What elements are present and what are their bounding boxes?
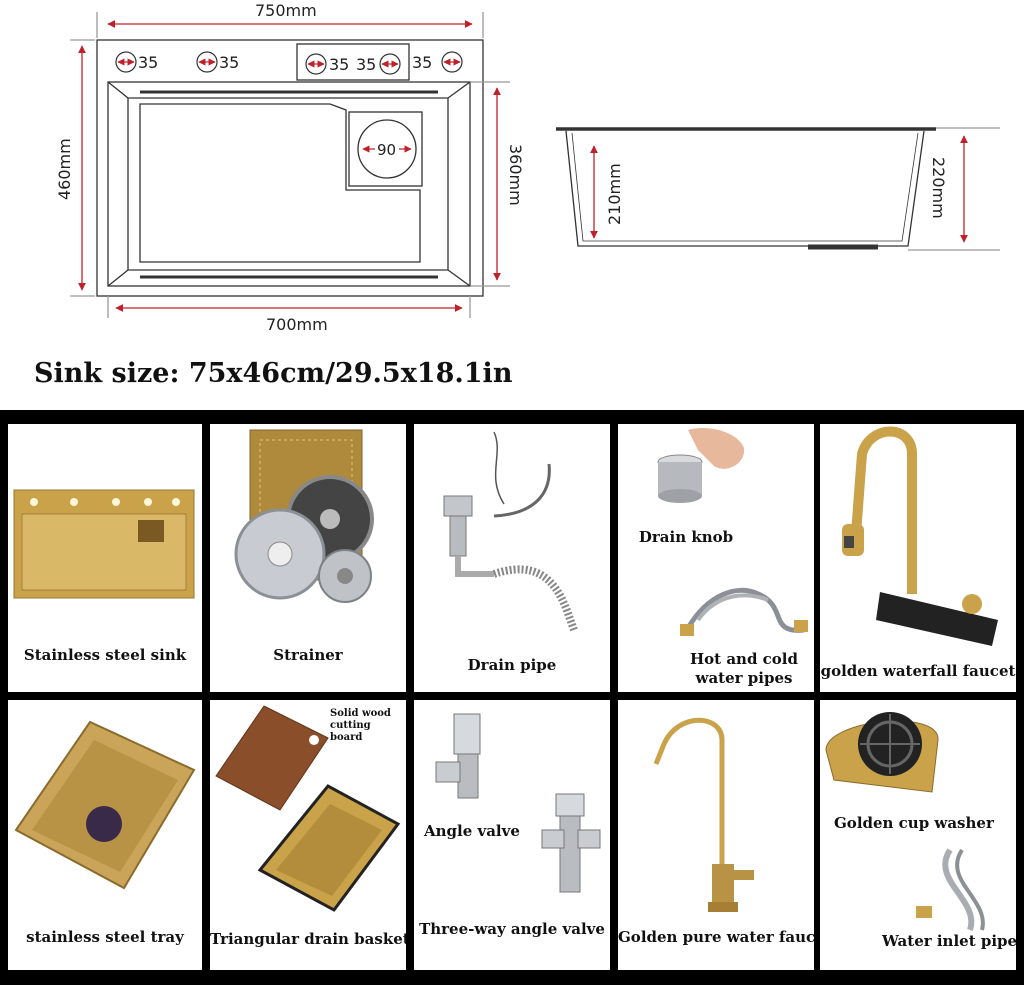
- hole-label-4: 35: [356, 55, 376, 74]
- tray-illustration: [14, 720, 196, 890]
- side-depth-inner-label: 210mm: [605, 163, 624, 225]
- sink-top-view: [96, 39, 484, 297]
- sink-side-view: [556, 127, 936, 250]
- hole-label-5: 35: [412, 53, 432, 72]
- sink-illustration: [13, 489, 195, 599]
- item-label: Drain knob: [638, 528, 734, 546]
- side-depth-outer-label: 220mm: [929, 157, 948, 219]
- cup-washer-dimension: 90: [377, 141, 396, 159]
- faucet-illustration: [842, 426, 998, 646]
- pure-water-faucet-illustration: [653, 717, 754, 912]
- item-label: Stainless steel sink: [23, 646, 187, 664]
- basket-illustration: [215, 705, 401, 912]
- item-label: stainless steel tray: [26, 928, 184, 946]
- item-golden-cup-washer: Golden cup washer Water inlet pipe: [820, 700, 1016, 970]
- item-angle-valve: Angle valve Three-way angle valve: [414, 700, 610, 970]
- item-triangular-drain-basket: Solid wood cutting board Triangular drai…: [210, 700, 406, 970]
- hole-label-1: 35: [138, 53, 158, 72]
- item-label-secondary: Water inlet pipe: [882, 932, 1016, 950]
- item-label-secondary: Solid wood cutting board: [330, 708, 391, 743]
- item-label: Golden cup washer: [834, 814, 994, 832]
- item-label: Angle valve: [424, 822, 520, 840]
- drain-pipe-illustration: [443, 431, 578, 632]
- hole-label-3: 35: [329, 55, 349, 74]
- item-label: Drain pipe: [467, 656, 557, 674]
- bottom-width-label: 700mm: [266, 315, 328, 334]
- cup-washer-outline: [357, 119, 417, 179]
- item-label: golden waterfall faucet: [820, 662, 1016, 680]
- dimension-diagram: 35 35 35 35 35 90 750mm 700mm 460mm 360m…: [55, 1, 1000, 334]
- item-stainless-steel-tray: stainless steel tray: [8, 700, 202, 970]
- item-label: Golden pure water faucet: [618, 928, 814, 946]
- item-label-secondary: Three-way angle valve: [419, 920, 605, 938]
- item-strainer: Strainer: [210, 424, 406, 692]
- top-width-label: 750mm: [255, 1, 317, 20]
- cup-washer-illustration: [825, 712, 985, 931]
- left-height-label: 460mm: [55, 138, 74, 200]
- item-label: Strainer: [273, 646, 343, 664]
- hole-label-2: 35: [219, 53, 239, 72]
- strainer-illustration: [234, 429, 374, 603]
- item-drain-knob: Drain knob Hot and cold water pipes: [618, 424, 814, 692]
- faucet-holes: [115, 51, 463, 75]
- item-label: Triangular drain basket: [210, 930, 406, 948]
- item-label-secondary: Hot and cold water pipes: [690, 650, 798, 687]
- angle-valve-illustration: [435, 713, 601, 893]
- item-golden-pure-water-faucet: Golden pure water faucet: [618, 700, 814, 970]
- item-drain-pipe: Drain pipe: [414, 424, 610, 692]
- accessories-grid: Stainless steel sink Strainer Drain pipe: [0, 410, 1024, 985]
- inner-height-label: 360mm: [506, 144, 525, 206]
- drain-knob-illustration: [657, 428, 808, 636]
- item-stainless-steel-sink: Stainless steel sink: [8, 424, 202, 692]
- item-golden-waterfall-faucet: golden waterfall faucet: [820, 424, 1016, 692]
- sink-size-title: Sink size: 75x46cm/29.5x18.1in: [34, 358, 513, 389]
